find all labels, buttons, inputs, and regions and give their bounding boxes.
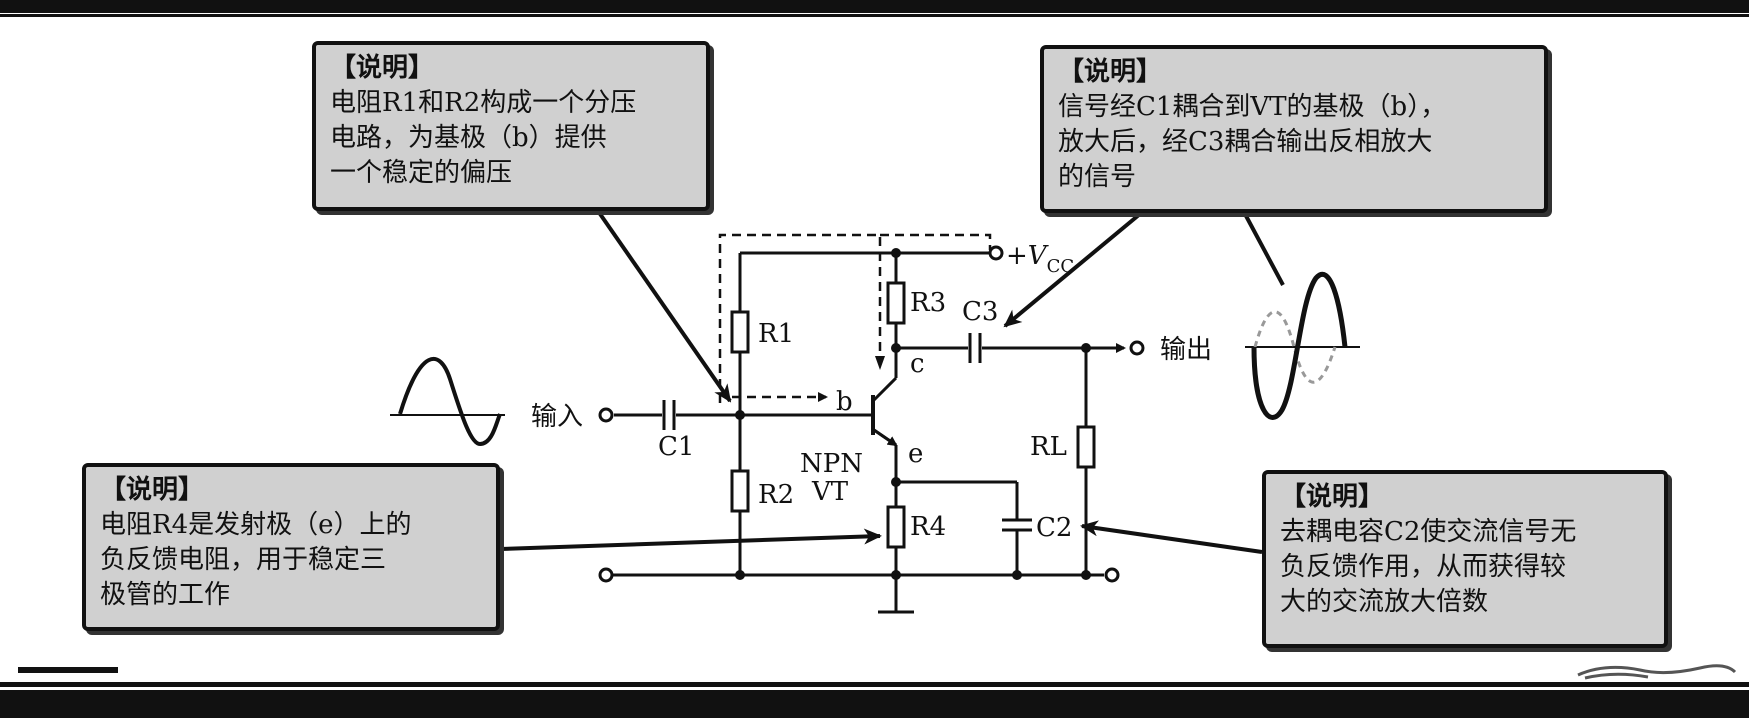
- note-title: 【说明】: [1058, 57, 1163, 87]
- input-sine-wave: [390, 356, 505, 447]
- note-line: 电路，为基极（b）提供: [330, 123, 607, 153]
- capacitor-c2: [1002, 518, 1032, 532]
- note-line: 负反馈电阻，用于稳定三: [100, 545, 387, 575]
- vcc-label: +VCC: [1006, 241, 1074, 277]
- note-line: 去耦电容C2使交流信号无: [1280, 517, 1577, 547]
- note-line: 一个稳定的偏压: [330, 158, 513, 188]
- r2-label: R2: [758, 480, 794, 510]
- transistor-vt: [871, 395, 898, 447]
- resistor-rl: [1076, 425, 1096, 469]
- note-line: 电阻R4是发射极（e）上的: [100, 510, 412, 540]
- transistor-name-label: VT: [811, 477, 849, 507]
- r3-label: R3: [910, 288, 946, 318]
- bias-current-path: [718, 233, 992, 403]
- c3-label: C3: [962, 297, 998, 327]
- collector-current-arrow: [875, 356, 885, 370]
- resistor-r4: [886, 505, 906, 549]
- note-title: 【说明】: [330, 53, 435, 83]
- note-line: 大的交流放大倍数: [1280, 587, 1489, 617]
- transistor-type-label: NPN: [800, 449, 863, 479]
- input-label: 输入: [531, 402, 583, 432]
- decorative-scribble: [1577, 664, 1737, 680]
- r4-label: R4: [910, 512, 946, 542]
- collector-label: c: [910, 349, 925, 379]
- callout-arrows: [499, 209, 1285, 554]
- capacitor-c1: [662, 400, 676, 430]
- note-line: 放大后，经C3耦合输出反相放大: [1058, 127, 1433, 157]
- c1-label: C1: [658, 432, 694, 462]
- resistor-r3: [886, 281, 906, 325]
- r1-label: R1: [758, 319, 794, 349]
- output-waveform: [1245, 271, 1360, 420]
- output-label: 输出: [1160, 335, 1212, 365]
- note-line: 信号经C1耦合到VT的基极（b），: [1058, 92, 1447, 122]
- base-label: b: [836, 387, 853, 417]
- note-title: 【说明】: [1280, 482, 1385, 512]
- junction-dots: [735, 248, 1091, 580]
- note-signal-coupling: 【说明】 信号经C1耦合到VT的基极（b）， 放大后，经C3耦合输出反相放大 的…: [1040, 45, 1548, 213]
- note-line: 极管的工作: [100, 580, 231, 610]
- note-title: 【说明】: [100, 475, 205, 505]
- terminals: [598, 245, 1145, 583]
- c2-label: C2: [1036, 513, 1072, 543]
- note-line: 的信号: [1058, 162, 1137, 192]
- rl-label: RL: [1030, 432, 1067, 462]
- emitter-label: e: [908, 439, 923, 469]
- note-line: 负反馈作用，从而获得较: [1280, 552, 1567, 582]
- resistor-r2: [730, 469, 750, 513]
- note-emitter-feedback: 【说明】 电阻R4是发射极（e）上的 负反馈电阻，用于稳定三 极管的工作: [82, 463, 500, 631]
- capacitor-c3: [968, 333, 982, 363]
- note-voltage-divider: 【说明】 电阻R1和R2构成一个分压 电路，为基极（b）提供 一个稳定的偏压: [312, 41, 710, 211]
- resistor-r1: [730, 310, 750, 354]
- note-line: 电阻R1和R2构成一个分压: [330, 88, 637, 118]
- note-decoupling-capacitor: 【说明】 去耦电容C2使交流信号无 负反馈作用，从而获得较 大的交流放大倍数: [1262, 470, 1668, 648]
